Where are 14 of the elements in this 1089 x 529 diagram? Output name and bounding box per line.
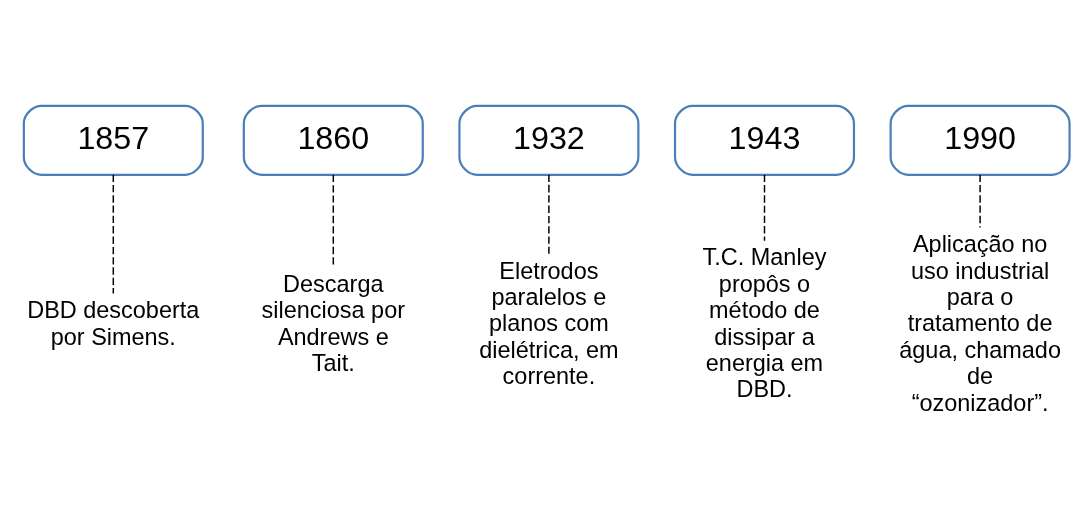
connector xyxy=(979,173,981,228)
connector xyxy=(548,173,550,254)
node-text: Aplicação no uso industrial para o tratamento de água, chamado de “ozonizador”. xyxy=(899,230,1061,416)
node-text: Eletrodos paralelos e planos com dielétrica, em corrente. xyxy=(479,257,619,389)
node-text: DBD descoberta por Simens. xyxy=(27,296,200,350)
node-text: T.C. Manley propôs o método de dissipar a energia em DBD. xyxy=(702,243,827,402)
node-box: 1990 xyxy=(889,104,1071,176)
connector xyxy=(763,173,766,241)
node-box: 1860 xyxy=(242,104,424,176)
node-box: 1943 xyxy=(673,104,856,176)
node-box: 1932 xyxy=(458,104,640,176)
connector xyxy=(112,173,115,294)
node-box: 1857 xyxy=(22,104,204,176)
node-text: Descarga silenciosa por Andrews e Tait. xyxy=(261,270,405,376)
